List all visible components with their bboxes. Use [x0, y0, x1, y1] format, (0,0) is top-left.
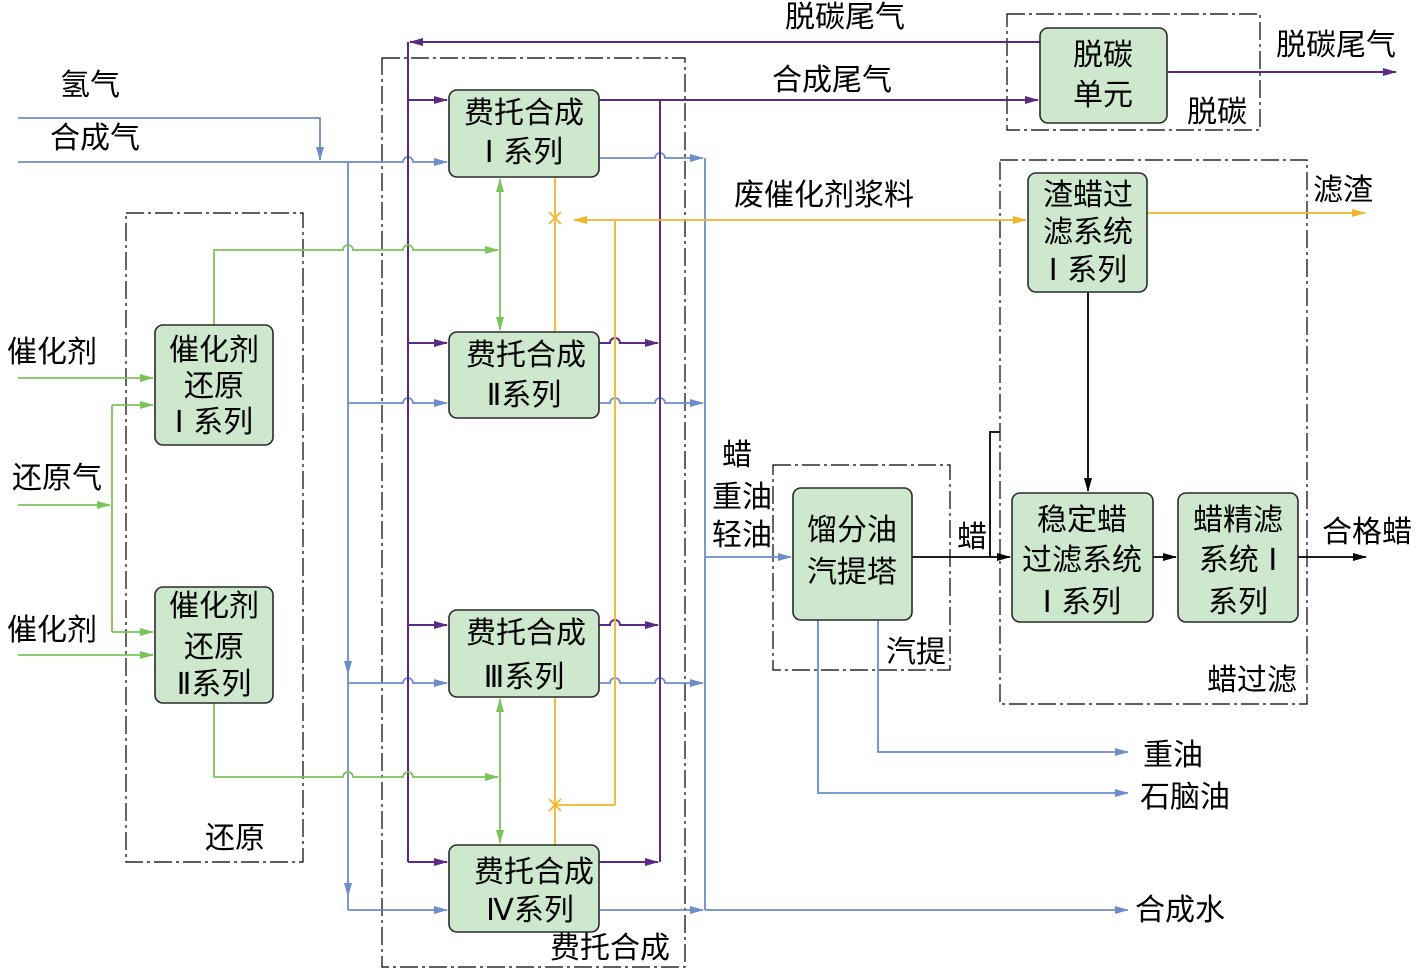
catalyst-reduction-1-label-line3: Ⅰ 系列	[175, 405, 253, 440]
heavy-oil-line	[877, 620, 1129, 756]
ft-synthesis-section-frame	[381, 57, 686, 968]
stripping-section-label: 汽提	[886, 635, 946, 670]
heavy-oil-label: 重油	[1143, 738, 1203, 773]
ft-product-heavy-oil-label: 重油	[712, 480, 772, 515]
wax-fine-filter-label-line2: 系统 Ⅰ	[1199, 543, 1277, 578]
unit-labels: 催化剂 还原 Ⅰ 系列 催化剂 还原 Ⅱ系列 费托合成 Ⅰ 系列 费托合成 Ⅱ系…	[169, 38, 1283, 928]
slag-wax-filter-label-line3: Ⅰ 系列	[1049, 253, 1127, 288]
naphtha-line	[817, 620, 1129, 797]
slurry-valve-2-icon	[548, 798, 562, 812]
ft-synthesis-4-box	[448, 844, 600, 933]
slurry-valve-1-icon	[548, 211, 562, 225]
ft3-tail-gas-line	[599, 619, 659, 629]
catalyst-reduction-1-label-line1: 催化剂	[169, 333, 259, 368]
reduction-section-frame	[125, 212, 304, 863]
ft3-product-line	[599, 677, 704, 687]
ft-synthesis-3-box	[448, 609, 600, 698]
stable-wax-filter-label-line2: 过滤系统	[1022, 543, 1142, 578]
decarbonization-section-label: 脱碳	[1187, 95, 1247, 130]
synthesis-tail-gas-label: 合成尾气	[772, 63, 892, 98]
ft-synthesis-2-label-line1: 费托合成	[466, 338, 586, 373]
process-units	[154, 27, 1299, 933]
wax-fine-filter-label-line3: 系列	[1208, 585, 1268, 620]
catalyst-reduction-2-label-line1: 催化剂	[169, 589, 259, 624]
decarbonized-tail-gas-return-label: 脱碳尾气	[785, 0, 905, 35]
ft-synthesis-1-label-line1: 费托合成	[464, 96, 584, 131]
ft-synthesis-2-box	[448, 331, 600, 419]
syngas-to-ft2-line	[348, 397, 448, 407]
catalyst-reduction-2-box	[154, 586, 274, 704]
syngas-label: 合成气	[50, 121, 140, 156]
tail-gas-lines	[407, 38, 1397, 866]
spent-catalyst-slurry-label: 废催化剂浆料	[734, 178, 914, 213]
gas-and-product-lines	[18, 117, 1129, 914]
ft-product-light-oil-label: 轻油	[712, 518, 772, 553]
stripped-wax-label: 蜡	[957, 520, 987, 555]
decarbonization-unit-box	[1039, 27, 1168, 124]
reduction-gas-label: 还原气	[12, 461, 102, 496]
filter-residue-label: 滤渣	[1313, 173, 1373, 208]
ft1-product-line	[599, 152, 704, 162]
decarbonized-tail-gas-out-label: 脱碳尾气	[1276, 28, 1396, 63]
slag-wax-filter-1-box	[1027, 172, 1148, 293]
stable-wax-filter-label-line3: Ⅰ 系列	[1043, 585, 1121, 620]
section-labels: 还原 费托合成 脱碳 汽提 蜡过滤	[205, 95, 1297, 966]
wax-lines	[912, 292, 1367, 561]
stable-wax-filter-label-line1: 稳定蜡	[1037, 503, 1127, 538]
ft-product-wax-label: 蜡	[722, 438, 752, 473]
syngas-to-ft3-line	[348, 677, 448, 687]
slag-wax-filter-label-line2: 滤系统	[1043, 215, 1133, 250]
catalyst-2-label: 催化剂	[7, 613, 97, 648]
ft-synthesis-1-box	[448, 89, 600, 178]
ft-synthesis-3-label-line1: 费托合成	[466, 616, 586, 651]
ft2-product-line	[599, 397, 704, 407]
ft-synthesis-2-label-line2: Ⅱ系列	[487, 378, 562, 413]
decarbonization-unit-label-line1: 脱碳	[1073, 38, 1133, 73]
stripping-section-frame	[772, 464, 951, 671]
stream-labels: 脱碳尾气 合成尾气 脱碳尾气 废催化剂浆料 滤渣 蜡 重油 轻油 蜡 合格蜡 重…	[712, 0, 1412, 928]
decarbonization-section-frame	[1006, 13, 1261, 131]
input-labels: 氢气 合成气 催化剂 还原气 催化剂	[7, 68, 140, 648]
ft-synthesis-section-label: 费托合成	[550, 931, 670, 966]
syngas-to-ft1-line	[18, 156, 448, 166]
hydrogen-line	[18, 117, 324, 161]
hydrogen-label: 氢气	[60, 68, 120, 103]
catalyst-lines	[18, 178, 504, 844]
slag-wax-filter-label-line1: 渣蜡过	[1043, 178, 1133, 213]
catalyst-reduction-2-label-line2: 还原	[184, 630, 244, 665]
decarbonization-unit-label-line2: 单元	[1073, 78, 1133, 113]
catalyst-reduction-1-box	[154, 324, 274, 446]
catalyst-reduction-2-label-line3: Ⅱ系列	[177, 667, 252, 702]
qualified-wax-label: 合格蜡	[1322, 515, 1412, 550]
distillate-stripper-box	[792, 487, 913, 621]
wax-fine-filter-1-box	[1177, 492, 1299, 623]
reduced-catalyst-1-line	[213, 244, 499, 325]
synthesis-water-label: 合成水	[1135, 893, 1225, 928]
reduced-catalyst-2-line	[213, 703, 499, 781]
ft-synthesis-1-label-line2: Ⅰ 系列	[485, 135, 563, 170]
distillate-stripper-label-line1: 馏分油	[807, 513, 897, 548]
ft-synthesis-3-label-line2: Ⅲ系列	[484, 660, 565, 695]
naphtha-label: 石脑油	[1140, 780, 1230, 815]
catalyst-reduction-1-label-line2: 还原	[184, 369, 244, 404]
stable-wax-filter-1-box	[1011, 492, 1154, 623]
ft2-tail-gas-line	[599, 337, 659, 347]
wax-filtration-section-label: 蜡过滤	[1207, 663, 1297, 698]
wax-bypass-line	[989, 431, 1000, 557]
ft-synthesis-4-label-line2: Ⅳ系列	[486, 893, 574, 928]
reduction-section-label: 还原	[205, 821, 265, 856]
catalyst-1-label: 催化剂	[7, 335, 97, 370]
wax-fine-filter-label-line1: 蜡精滤	[1193, 503, 1283, 538]
slurry-lines	[548, 177, 1366, 845]
ft-synthesis-4-label-line1: 费托合成	[474, 855, 594, 890]
distillate-stripper-label-line2: 汽提塔	[807, 555, 897, 590]
